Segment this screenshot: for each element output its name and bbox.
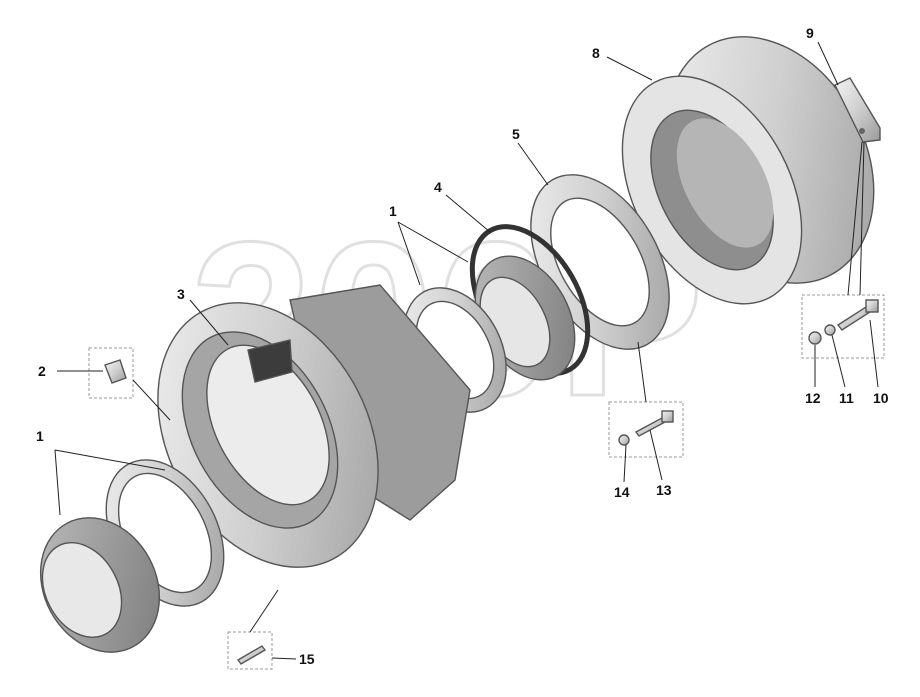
callout-11: 11 [839,390,854,406]
brake-drum [621,36,875,305]
callout-3: 3 [177,286,185,302]
callout-1a: 1 [36,428,44,444]
callout-15: 15 [299,651,315,667]
stud-inset [227,631,273,670]
bolt-set-inset-center [608,401,684,458]
leader-lines [54,41,879,660]
callout-5: 5 [512,126,520,142]
callout-13: 13 [656,482,672,498]
callout-2: 2 [38,363,46,379]
hub-body [157,284,471,568]
callout-labels: 1 1 2 3 4 5 8 9 10 11 12 13 14 15 [36,25,889,667]
callout-12: 12 [805,390,821,406]
bolt-set-inset-right [801,294,885,359]
callout-10: 10 [873,390,889,406]
callout-1b: 1 [389,203,397,219]
plug-inset [88,347,134,399]
callout-4: 4 [434,179,442,195]
callout-9: 9 [806,25,814,41]
callout-14: 14 [614,484,630,500]
bearing-lower [39,459,225,653]
plate-part [834,77,881,143]
callout-8: 8 [592,45,600,61]
